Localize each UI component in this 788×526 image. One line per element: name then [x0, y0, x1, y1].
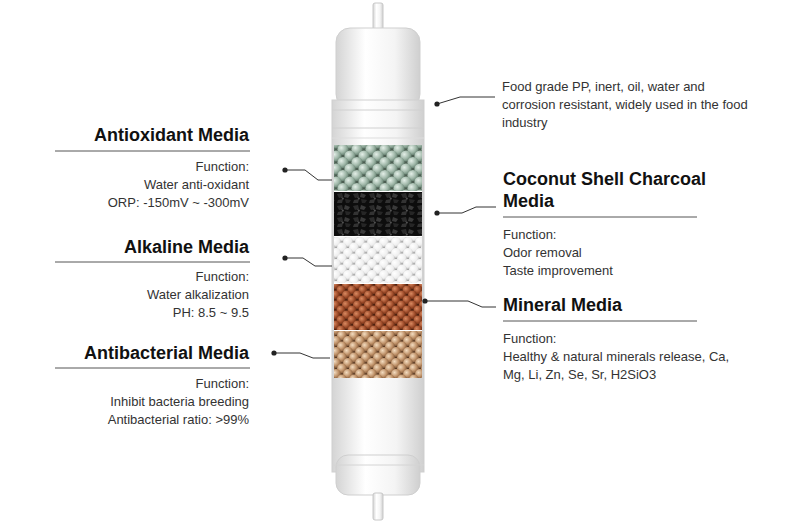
layer-divider	[334, 236, 422, 237]
leader-line	[425, 301, 496, 307]
function-label: Function:	[503, 330, 556, 348]
leader-lines	[274, 97, 496, 358]
spec-text: PH: 8.5 ~ 9.5	[173, 304, 249, 322]
media-heading: Antioxidant Media	[94, 124, 249, 146]
media-heading: Antibacterial Media	[84, 342, 249, 364]
leader-dot	[282, 255, 287, 260]
leader-line	[285, 258, 332, 266]
layer-divider	[334, 191, 422, 192]
function-text: Water alkalization	[147, 286, 249, 304]
media-heading: Mineral Media	[503, 294, 622, 316]
leader-line	[437, 207, 496, 213]
mineral-layer	[334, 284, 422, 330]
leader-line	[437, 97, 495, 104]
groove	[332, 110, 424, 111]
charcoal-layer	[334, 192, 422, 236]
housing	[332, 100, 424, 472]
underline	[55, 262, 250, 263]
groove	[332, 138, 424, 139]
leader-dot	[434, 101, 439, 106]
media-heading: Coconut Shell Charcoal Media	[503, 168, 718, 212]
filter-cartridge	[332, 3, 424, 520]
groove	[332, 465, 424, 466]
function-text: Inhibit bacteria breeding	[110, 393, 249, 411]
top-cap	[336, 28, 420, 108]
spec-text: Antibacterial ratio: >99%	[108, 411, 249, 429]
leader-dot	[282, 167, 287, 172]
spec-text: ORP: -150mV ~ -300mV	[108, 194, 249, 212]
function-text: Taste improvement	[503, 262, 613, 280]
leader-dots	[271, 101, 439, 355]
function-label: Function:	[196, 375, 249, 393]
leader-dot	[434, 210, 439, 215]
underline	[503, 217, 697, 218]
function-text: Water anti-oxidant	[144, 176, 249, 194]
layer-divider	[334, 283, 422, 284]
layer-divider	[334, 330, 422, 331]
alkaline-layer	[334, 237, 422, 283]
function-text: Odor removal	[503, 244, 582, 262]
function-text: Healthy & natural minerals release, Ca, …	[503, 348, 743, 384]
function-label: Function:	[196, 158, 249, 176]
underline	[55, 368, 250, 369]
bottom-cap	[336, 455, 420, 495]
function-label: Function:	[503, 226, 556, 244]
antioxidant-layer	[334, 145, 422, 191]
groove	[332, 128, 424, 129]
leader-dot	[422, 298, 427, 303]
underline	[503, 321, 697, 322]
leader-line	[274, 353, 330, 358]
underline	[55, 151, 250, 152]
antibacterial-layer	[334, 331, 422, 378]
note-text: Food grade PP, inert, oil, water and cor…	[502, 78, 760, 132]
media-heading: Alkaline Media	[124, 236, 249, 258]
leader-line	[285, 170, 332, 180]
function-label: Function:	[196, 268, 249, 286]
leader-dot	[271, 350, 276, 355]
bottom-nozzle	[373, 493, 383, 520]
